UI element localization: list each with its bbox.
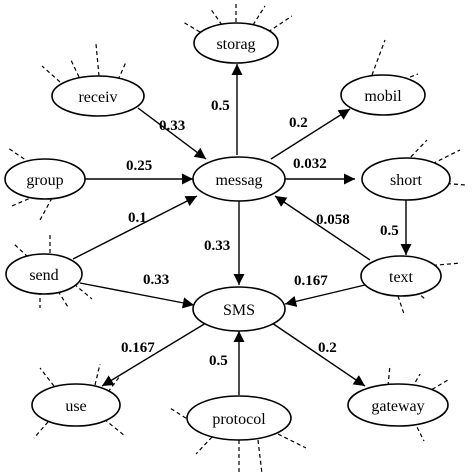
edge-receiv-messag (137, 107, 207, 160)
weight-sms-use: 0.167 (121, 340, 155, 356)
node-label-gateway: gateway (371, 398, 424, 415)
node-messag: messag (192, 156, 286, 202)
nodes: storag receiv mobil group messag short s… (4, 22, 451, 441)
node-receiv: receiv (51, 75, 145, 117)
weight-messag-storag: 0.5 (211, 98, 230, 114)
node-label-receiv: receiv (78, 89, 117, 106)
node-storag: storag (193, 22, 279, 64)
edge-weights: 0.5 0.33 0.2 0.25 0.032 0.1 0.058 0.5 0.… (121, 98, 399, 369)
node-gateway: gateway (347, 383, 449, 427)
weight-messag-mobil: 0.2 (289, 115, 308, 131)
edge-sms-use (101, 322, 207, 387)
edge-sms-gateway (271, 322, 366, 387)
weight-text-messag: 0.058 (316, 212, 350, 228)
node-mobil: mobil (340, 74, 426, 116)
edge-text-sms (284, 284, 366, 307)
weight-messag-sms: 0.33 (204, 238, 230, 254)
node-sms: SMS (192, 286, 286, 332)
weight-messag-short: 0.032 (293, 156, 327, 172)
node-group: group (4, 158, 86, 200)
node-label-send: send (29, 267, 58, 284)
edge-send-sms (79, 282, 195, 309)
node-protocol: protocol (186, 395, 292, 441)
node-label-group: group (26, 172, 63, 189)
weight-protocol-sms: 0.5 (209, 353, 228, 369)
weight-text-sms: 0.167 (294, 273, 328, 289)
node-use: use (31, 383, 121, 427)
node-label-short: short (390, 172, 423, 189)
weight-sms-gateway: 0.2 (318, 340, 337, 356)
node-label-mobil: mobil (364, 88, 402, 105)
weight-group-messag: 0.25 (126, 158, 152, 174)
node-label-use: use (65, 398, 86, 415)
node-label-storag: storag (216, 36, 255, 53)
edge-send-messag (72, 195, 198, 260)
node-label-messag: messag (215, 172, 262, 189)
weight-short-text: 0.5 (380, 223, 399, 239)
edge-messag-mobil (270, 108, 351, 160)
node-send: send (5, 253, 83, 295)
node-label-text: text (389, 269, 414, 286)
weight-send-messag: 0.1 (128, 210, 147, 226)
node-label-sms: SMS (223, 302, 255, 319)
node-short: short (361, 157, 451, 201)
edges (72, 64, 412, 395)
node-text: text (360, 255, 442, 297)
weight-send-sms: 0.33 (143, 272, 169, 288)
weight-receiv-messag: 0.33 (159, 118, 185, 134)
edge-text-messag (274, 195, 371, 261)
node-label-protocol: protocol (212, 411, 266, 428)
